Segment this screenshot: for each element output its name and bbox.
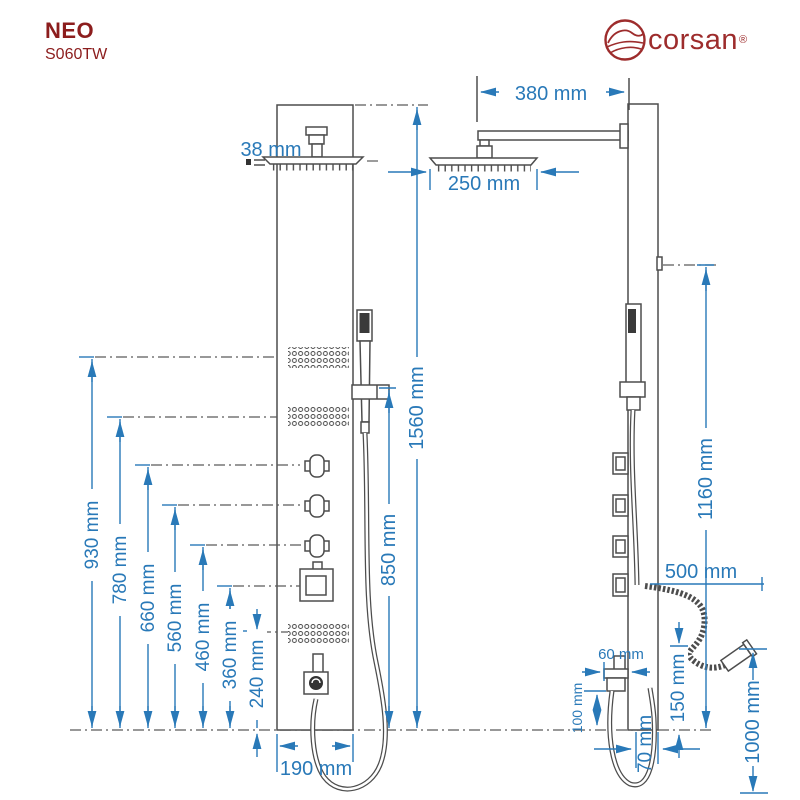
dim-hose-500: 500 mm	[650, 561, 764, 591]
model-code: S060TW	[45, 46, 108, 63]
svg-text:240 mm: 240 mm	[247, 640, 268, 709]
svg-text:560 mm: 560 mm	[165, 584, 186, 653]
upper-outlet-side	[656, 256, 663, 271]
registered-mark: ®	[739, 34, 748, 46]
logo-text: corsan	[648, 24, 739, 56]
svg-text:60 mm: 60 mm	[598, 646, 644, 663]
hand-shower-side	[619, 303, 646, 411]
dim-height-360: 360 mm	[217, 585, 241, 728]
control-knob-1	[304, 454, 330, 478]
svg-text:380 mm: 380 mm	[515, 83, 587, 105]
dim-holder-850: 850 mm	[378, 387, 400, 728]
coiled-hose-side	[644, 583, 758, 673]
body-jet-grid-middle	[288, 407, 349, 428]
dim-head-thickness: 38 mm	[240, 139, 302, 166]
svg-text:360 mm: 360 mm	[220, 621, 241, 690]
side-dimensions: 380 mm 250 mm 1160 mm	[388, 76, 768, 794]
corsan-wave-icon	[604, 19, 646, 61]
dim-wand-1000: 1000 mm	[739, 648, 768, 794]
shower-holder-front	[351, 384, 390, 400]
dim-spout-100: 100 mm	[569, 683, 606, 734]
body-jet-grid-top	[288, 347, 349, 368]
hand-shower-hose-front	[310, 432, 388, 792]
front-view: 38 mm	[240, 104, 428, 792]
svg-text:250 mm: 250 mm	[448, 173, 520, 195]
rain-shower-head-side	[428, 157, 539, 172]
svg-text:150 mm: 150 mm	[668, 654, 689, 723]
svg-text:1560 mm: 1560 mm	[406, 366, 428, 449]
svg-text:1000 mm: 1000 mm	[742, 680, 764, 763]
svg-text:850 mm: 850 mm	[378, 514, 400, 586]
hand-shower-front	[356, 309, 373, 434]
control-knob-3	[304, 534, 330, 558]
dim-panel-height-1560: 1560 mm	[406, 107, 428, 728]
brand-logo: corsan ®	[602, 16, 747, 64]
model-name: NEO	[45, 18, 95, 43]
shower-arm-side	[476, 123, 629, 159]
dim-outlet-1160: 1160 mm	[695, 264, 717, 728]
svg-text:70 mm: 70 mm	[635, 715, 656, 773]
dim-outlet-150: 150 mm	[668, 622, 689, 758]
dim-arm-380: 380 mm	[476, 76, 630, 122]
spout-hose-loop-side	[607, 687, 657, 788]
svg-text:660 mm: 660 mm	[138, 564, 159, 633]
dim-height-240: 240 mm	[243, 609, 268, 757]
dim-height-560: 560 mm	[162, 504, 186, 728]
front-dimensions: 930 mm 780 mm 660 mm	[79, 107, 428, 780]
dim-height-930: 930 mm	[79, 356, 103, 728]
dim-height-460: 460 mm	[190, 544, 214, 728]
hand-shower-hose-side	[629, 409, 640, 586]
svg-text:190 mm: 190 mm	[280, 758, 352, 780]
svg-text:930 mm: 930 mm	[82, 501, 103, 570]
side-view	[428, 103, 758, 788]
dim-head-250: 250 mm	[388, 167, 579, 195]
dim-loop-70: 70 mm	[594, 715, 700, 773]
display-screen	[299, 561, 334, 602]
dim-panel-width-190: 190 mm	[276, 734, 354, 780]
hand-shower-wand-pulled	[719, 638, 758, 673]
rain-shower-head-front	[261, 156, 380, 171]
spout-front	[303, 653, 329, 695]
svg-text:38 mm: 38 mm	[240, 139, 301, 161]
svg-text:500 mm: 500 mm	[665, 561, 737, 583]
svg-text:460 mm: 460 mm	[193, 603, 214, 672]
svg-text:780 mm: 780 mm	[110, 536, 131, 605]
spout-side	[603, 655, 629, 692]
svg-text:1160 mm: 1160 mm	[695, 438, 717, 520]
side-knobs	[612, 452, 629, 597]
body-jet-grid-bottom	[288, 623, 349, 644]
control-knob-2	[304, 494, 330, 518]
dim-height-660: 660 mm	[135, 464, 159, 728]
dim-height-780: 780 mm	[107, 416, 131, 728]
dim-spout-60: 60 mm	[582, 646, 650, 681]
svg-text:100 mm: 100 mm	[569, 683, 585, 734]
